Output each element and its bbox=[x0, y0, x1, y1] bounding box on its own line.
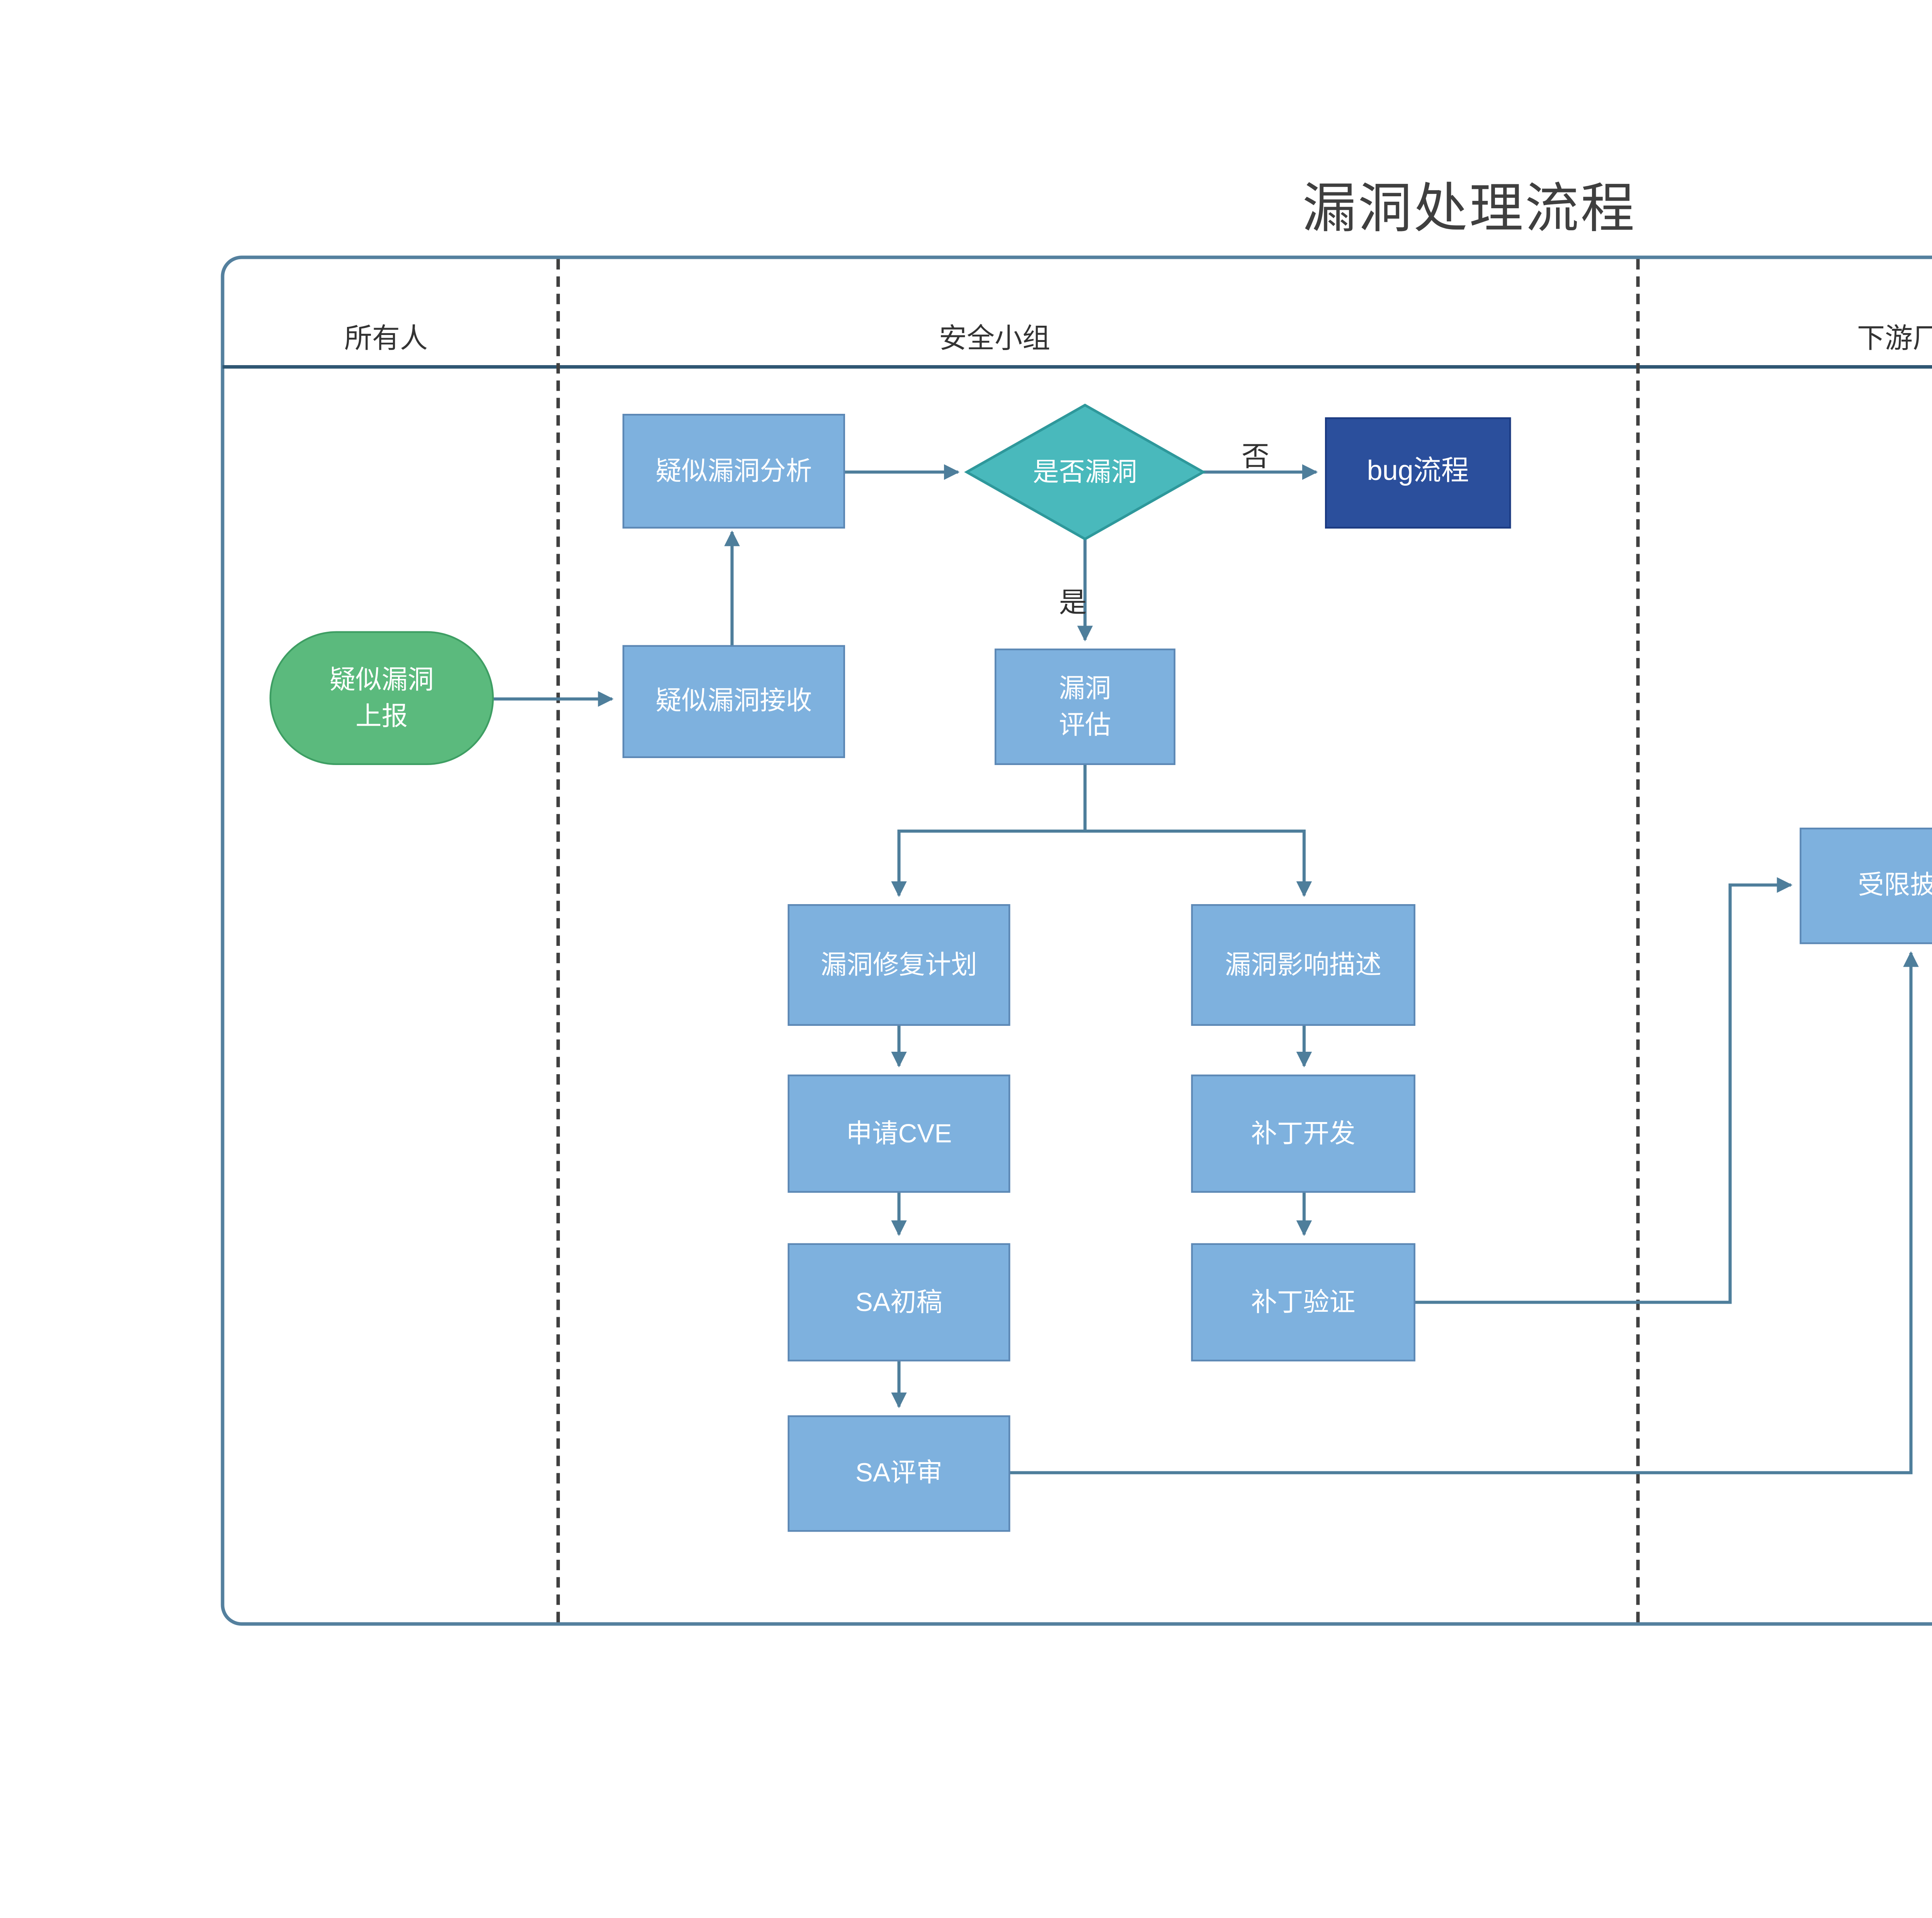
arrow-patchverify-to-disclosure bbox=[1415, 885, 1791, 1302]
node-sa-draft: SA初稿 bbox=[788, 1243, 1010, 1362]
arrow-assess-to-fixplan bbox=[899, 831, 1085, 896]
node-vuln-assessment: 漏洞 评估 bbox=[995, 649, 1175, 765]
node-is-vulnerability-label: 是否漏洞 bbox=[1033, 453, 1137, 490]
node-suspected-vuln-report: 疑似漏洞 上报 bbox=[270, 631, 494, 765]
node-patch-development: 补丁开发 bbox=[1191, 1075, 1416, 1193]
node-bug-process: bug流程 bbox=[1325, 417, 1511, 529]
node-vuln-impact-description: 漏洞影响描述 bbox=[1191, 904, 1416, 1026]
node-vuln-fix-plan: 漏洞修复计划 bbox=[788, 904, 1010, 1026]
arrow-assess-to-impact bbox=[1085, 831, 1304, 896]
arrow-sareview-to-disclosure bbox=[1010, 953, 1911, 1473]
node-patch-verification: 补丁验证 bbox=[1191, 1243, 1416, 1362]
node-suspected-vuln-analyze: 疑似漏洞分析 bbox=[622, 414, 845, 529]
node-suspected-vuln-receive: 疑似漏洞接收 bbox=[622, 645, 845, 758]
edge-label-no: 否 bbox=[1242, 433, 1269, 475]
edge-label-yes: 是 bbox=[1059, 579, 1087, 621]
node-limited-disclosure: 受限披露 bbox=[1800, 828, 1932, 944]
node-apply-cve: 申请CVE bbox=[788, 1075, 1010, 1193]
node-sa-review: SA评审 bbox=[788, 1415, 1010, 1532]
